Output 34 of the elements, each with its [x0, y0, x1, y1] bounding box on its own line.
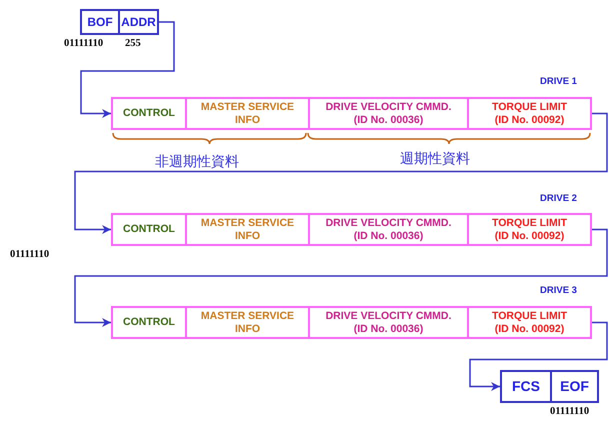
- frame-field: EOF: [550, 372, 597, 401]
- drive-label: DRIVE 1: [540, 76, 577, 87]
- bit-pattern-label: 01111110: [64, 38, 104, 49]
- drive-telegram-frame: [111, 306, 592, 339]
- data-type-label: 非週期性資料: [155, 153, 239, 171]
- telegram-field: DRIVE VELOCITY CMMD. (ID No. 00036): [308, 308, 467, 337]
- telegram-field: DRIVE VELOCITY CMMD. (ID No. 00036): [308, 215, 467, 244]
- drive-label: DRIVE 2: [540, 193, 577, 204]
- frame-field: BOF: [82, 11, 118, 33]
- telegram-field: MASTER SERVICE INFO: [185, 308, 308, 337]
- telegram-field: MASTER SERVICE INFO: [185, 99, 308, 128]
- telegram-field: MASTER SERVICE INFO: [185, 215, 308, 244]
- telegram-field: TORQUE LIMIT (ID No. 00092): [467, 215, 590, 244]
- frame-box: [80, 9, 159, 35]
- telegram-field: CONTROL: [113, 308, 185, 337]
- telegram-field: DRIVE VELOCITY CMMD. (ID No. 00036): [308, 99, 467, 128]
- telegram-field: CONTROL: [113, 215, 185, 244]
- arrow: [469, 322, 608, 391]
- frame-field: FCS: [502, 372, 550, 401]
- arrow: [80, 21, 175, 118]
- frame-field: ADDR: [118, 11, 157, 33]
- data-type-label: 週期性資料: [400, 150, 470, 168]
- drive-telegram-frame: [111, 97, 592, 130]
- bit-pattern-label: 255: [125, 38, 141, 49]
- drive-telegram-frame: [111, 213, 592, 246]
- telegram-field: TORQUE LIMIT (ID No. 00092): [467, 308, 590, 337]
- frame-box: [500, 370, 599, 403]
- arrow: [74, 228, 608, 327]
- drive-label: DRIVE 3: [540, 285, 577, 296]
- bit-pattern-label: 01111110: [550, 406, 590, 417]
- arrow: [74, 112, 608, 234]
- telegram-field: CONTROL: [113, 99, 185, 128]
- telegram-field: TORQUE LIMIT (ID No. 00092): [467, 99, 590, 128]
- bit-pattern-label: 01111110: [10, 249, 50, 260]
